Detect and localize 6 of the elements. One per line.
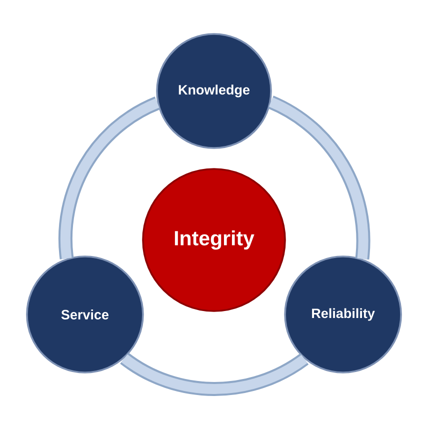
ring-arc: [120, 352, 308, 396]
circle-node: Service: [26, 256, 144, 374]
ring-arc: [268, 96, 370, 260]
circle-node: Knowledge: [156, 33, 272, 149]
circle-node: Reliability: [284, 256, 402, 374]
ring-arc: [58, 96, 160, 260]
